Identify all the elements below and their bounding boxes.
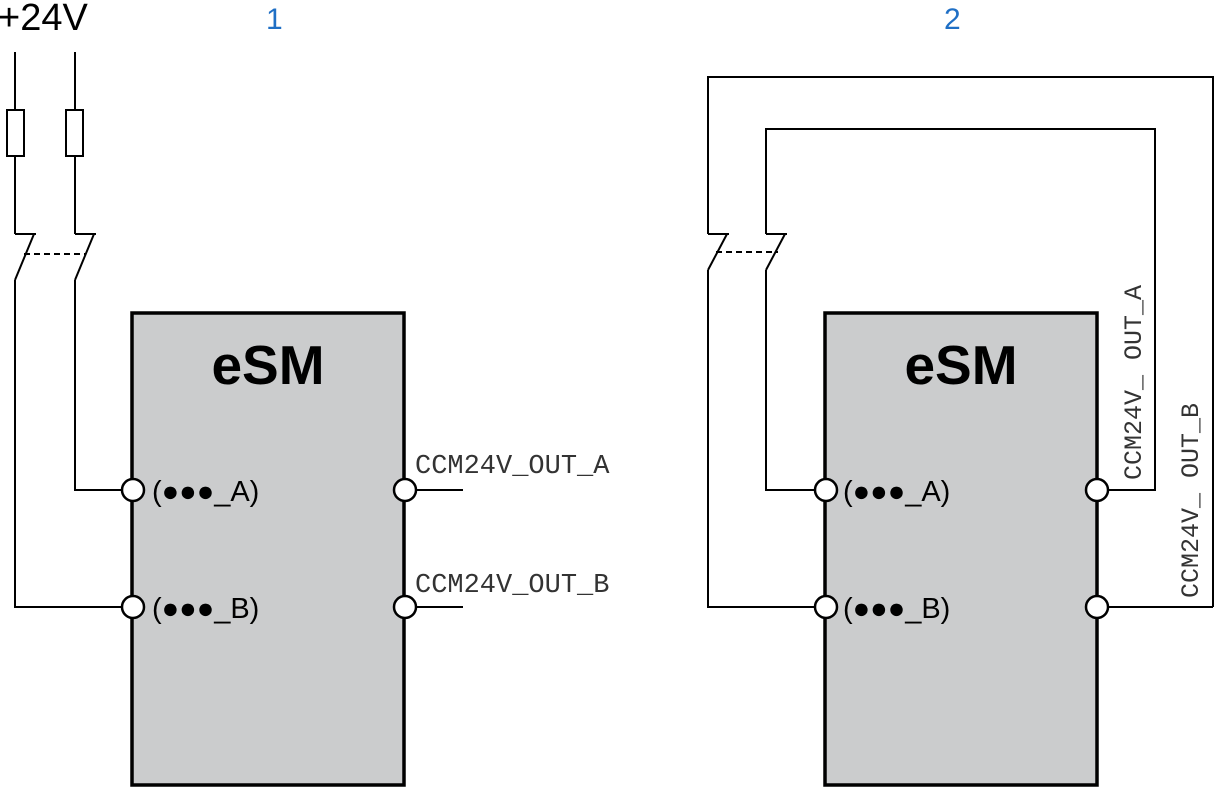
input-a-label-1: (●●●_A): [152, 476, 259, 508]
switch-icon: [707, 233, 787, 271]
esm-label-2: eSM: [904, 334, 1017, 396]
terminal-output-a-1: [392, 477, 418, 503]
terminal-input-b-1: [120, 594, 146, 620]
fuse-b-icon: [65, 109, 84, 157]
terminal-input-b-2: [813, 594, 839, 620]
terminal-output-b-1: [392, 594, 418, 620]
switch-icon: [14, 233, 96, 281]
terminal-input-a-2: [813, 477, 839, 503]
terminal-output-b-2: [1084, 594, 1110, 620]
supply-label: +24V: [0, 0, 88, 39]
panel-1-number: 1: [266, 3, 283, 36]
output-a-label-1: CCM24V_OUT_A: [415, 452, 610, 482]
esm-label-1: eSM: [211, 334, 324, 396]
terminal-input-a-1: [120, 477, 146, 503]
output-a-label-2: CCM24V_ OUT_A: [1120, 285, 1149, 480]
esm-module-1: [130, 311, 406, 787]
panel-1-input-wires: [14, 280, 121, 608]
output-b-label-2: CCM24V_ OUT_B: [1177, 403, 1206, 598]
esm-module-2: [823, 311, 1099, 787]
panel-2-number: 2: [944, 3, 961, 36]
panel-2: 2 eSM (●●●_A) (●●●_B): [707, 3, 1214, 787]
terminal-output-a-2: [1084, 477, 1110, 503]
fuse-a-icon: [6, 109, 25, 157]
panel-1: +24V 1 eSM (●●●_A): [0, 0, 610, 787]
panel-2-loop-wires: [707, 76, 1214, 607]
panel-2-input-wires: [707, 270, 814, 608]
input-a-label-2: (●●●_A): [843, 476, 950, 508]
input-b-label-1: (●●●_B): [152, 593, 259, 625]
input-b-label-2: (●●●_B): [843, 593, 950, 625]
panel-1-supply-wires: [14, 52, 76, 234]
output-b-label-1: CCM24V_OUT_B: [415, 571, 609, 601]
